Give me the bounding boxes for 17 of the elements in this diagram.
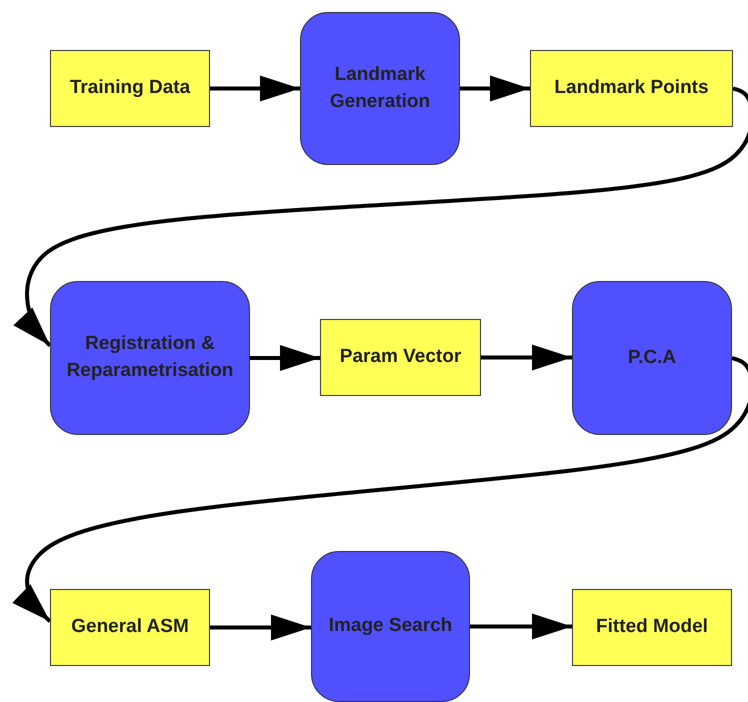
process-box: Registration & Reparametrisation	[50, 281, 250, 435]
process-box: Image Search	[311, 551, 470, 702]
data-box: Param Vector	[320, 319, 481, 396]
arrow	[13, 86, 748, 348]
arrow	[12, 356, 748, 623]
data-box: Training Data	[50, 50, 210, 127]
arrow	[470, 614, 572, 640]
arrow	[250, 345, 320, 371]
arrow	[210, 614, 311, 640]
data-box: Fitted Model	[572, 589, 732, 666]
arrow	[460, 76, 530, 102]
process-box: P.C.A	[572, 281, 732, 435]
arrow	[481, 344, 572, 370]
data-box: General ASM	[50, 589, 210, 666]
data-box: Landmark Points	[530, 50, 733, 127]
arrow	[210, 76, 300, 102]
process-box: Landmark Generation	[300, 12, 460, 165]
